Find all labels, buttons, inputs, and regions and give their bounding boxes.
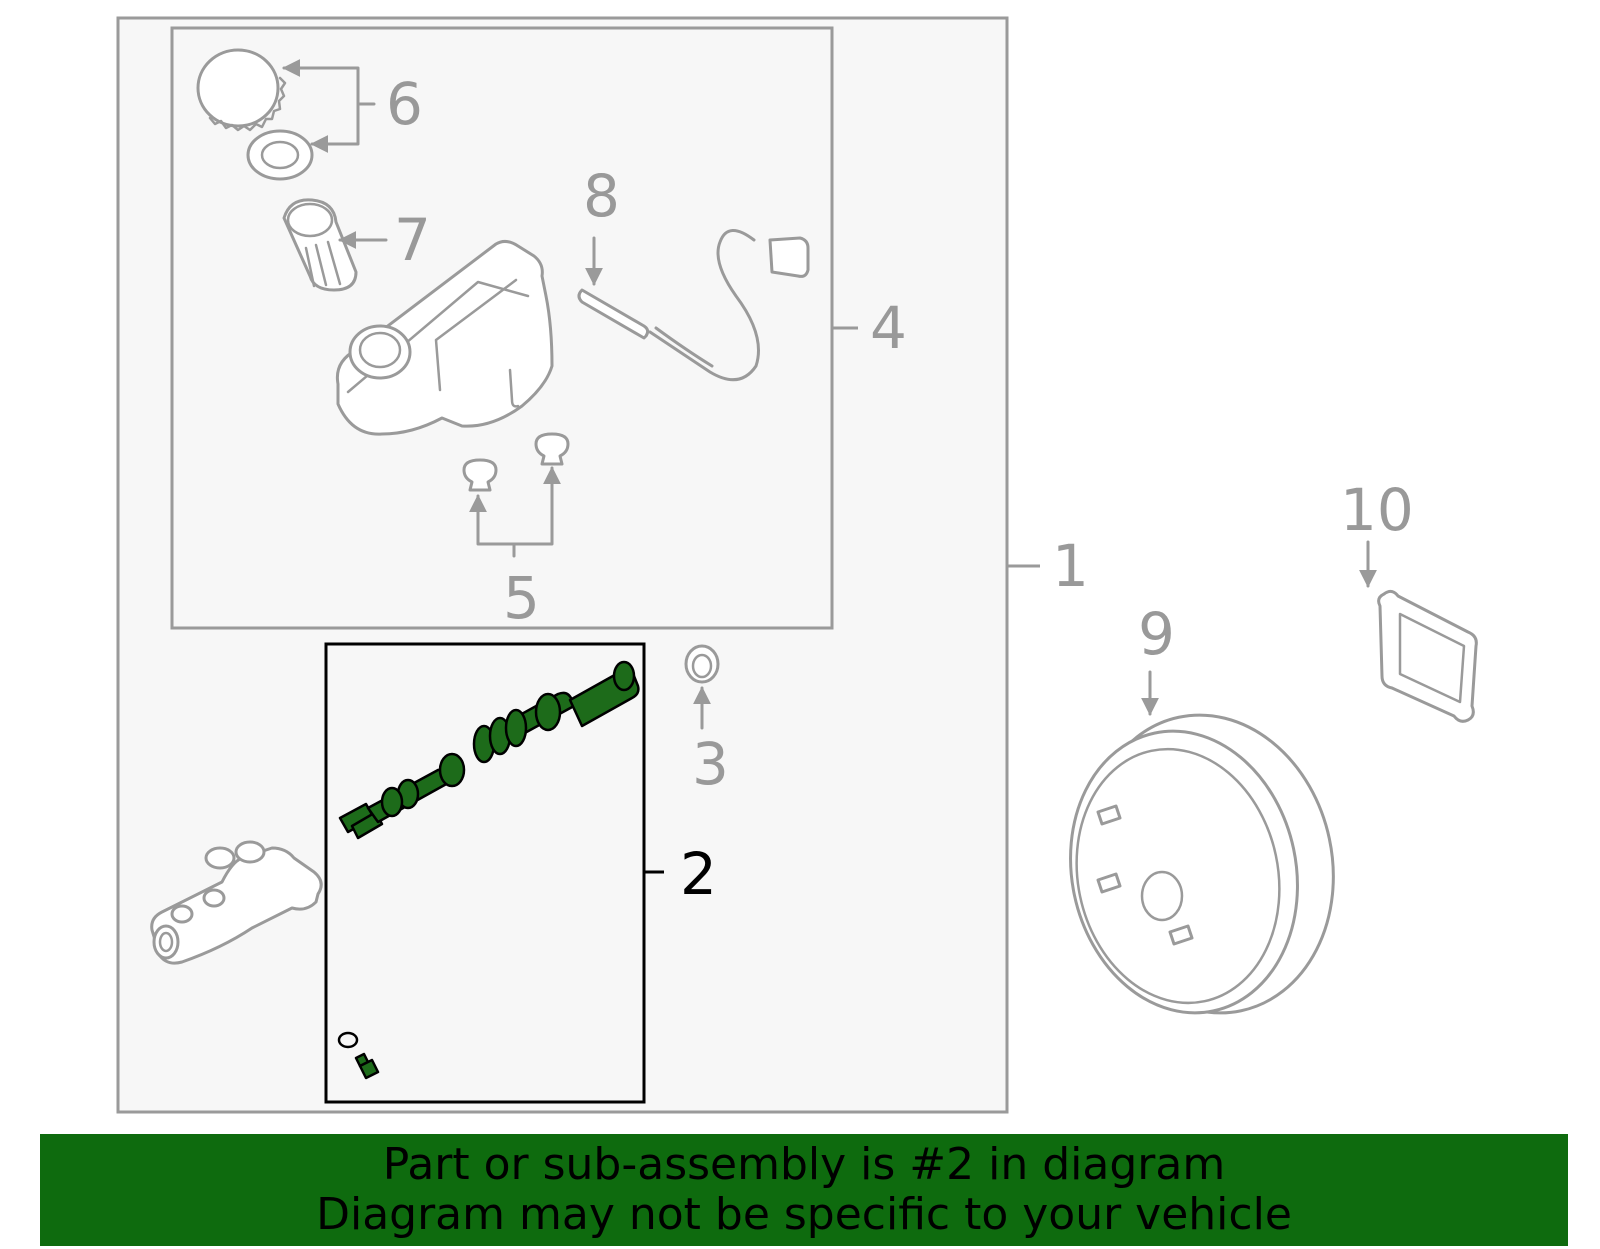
- banner-line-2: Diagram may not be specific to your vehi…: [316, 1189, 1292, 1240]
- callout-9: 9: [1138, 600, 1175, 668]
- leader-5: [469, 494, 516, 558]
- reservoir-cap-part-6: [196, 48, 314, 181]
- brake-booster-part-9: [1069, 713, 1335, 1015]
- reservoir-body: [335, 239, 554, 436]
- leader-6: [282, 59, 360, 106]
- callout-7: 7: [394, 206, 431, 274]
- callout-1: 1: [1052, 532, 1089, 600]
- grommets-part-5: [462, 432, 570, 492]
- strainer-part-7: [282, 198, 358, 292]
- master-cylinder: [150, 840, 323, 965]
- level-sensor-part-8: [577, 229, 810, 382]
- callout-10: 10: [1340, 476, 1414, 544]
- callout-3: 3: [692, 730, 729, 798]
- clip-part-3: [684, 644, 720, 684]
- callout-8: 8: [583, 162, 620, 230]
- info-banner: Part or sub-assembly is #2 in diagram Di…: [40, 1134, 1568, 1246]
- callout-4: 4: [870, 294, 907, 362]
- piston-kit-part-2: [337, 660, 640, 1080]
- banner-line-1: Part or sub-assembly is #2 in diagram: [382, 1139, 1226, 1190]
- gasket-part-10: [1377, 589, 1478, 723]
- callout-2: 2: [680, 840, 717, 908]
- callout-5: 5: [503, 564, 540, 632]
- callout-6: 6: [386, 70, 423, 138]
